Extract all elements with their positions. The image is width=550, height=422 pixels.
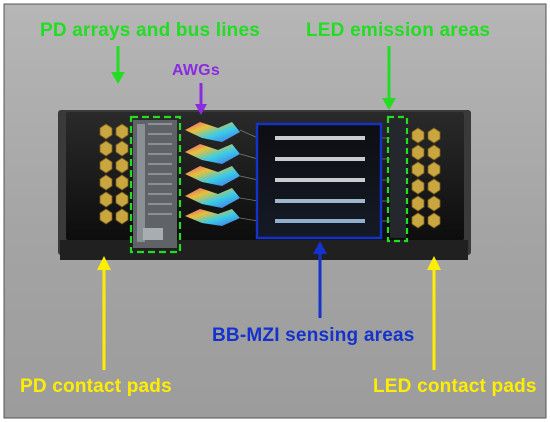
led-emission-highlight-box (386, 115, 409, 243)
bb-mzi-label: BB-MZI sensing areas (212, 325, 415, 346)
pd-arrays-arrow (111, 46, 125, 84)
led-pads-arrow (427, 256, 441, 370)
led-contact-pads (411, 127, 441, 229)
mzi-highlight-box (255, 122, 383, 240)
pd-pads-arrow (97, 256, 111, 370)
led-region (390, 120, 406, 238)
led-emission-label: LED emission areas (306, 20, 491, 41)
awgs-label: AWGs (172, 62, 220, 79)
pd-array-region (133, 120, 177, 248)
pd-contact-pads (99, 123, 129, 225)
pd-contact-pads-label: PD contact pads (20, 376, 172, 397)
bb-mzi-region (239, 125, 404, 237)
awg-devices (185, 122, 240, 226)
pd-arrays-label: PD arrays and bus lines (40, 20, 261, 41)
pd-array-highlight-box (129, 115, 182, 254)
led-contact-pads-label: LED contact pads (373, 376, 537, 397)
mzi-arrow (313, 241, 327, 318)
led-emission-arrow (382, 46, 396, 110)
awgs-arrow (195, 83, 207, 115)
